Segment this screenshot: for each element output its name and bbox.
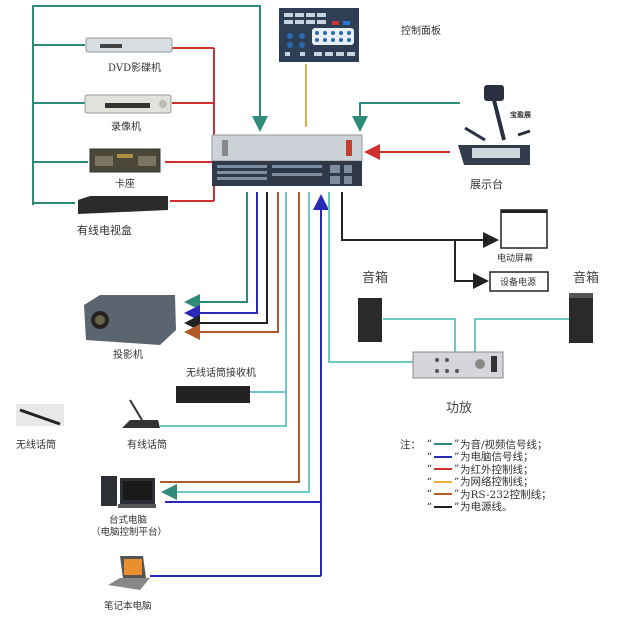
legend-note: 注： [400, 438, 421, 451]
motor-screen-label: 电动屏幕 [497, 254, 534, 264]
vcr-label: 录像机 [111, 122, 141, 133]
wired-mic-label: 有线话筒 [127, 440, 167, 451]
av-bus-left [32, 5, 268, 205]
projector-device [84, 295, 176, 345]
power-supply-label: 设备电源 [500, 278, 537, 288]
controller-outputs [150, 192, 499, 577]
cassette-deck [89, 148, 161, 173]
visualizer-device [458, 85, 531, 165]
legend-row: “” 为网络控制线； [400, 476, 552, 489]
wireless-receiver-device [176, 386, 250, 403]
dvd-player [85, 37, 173, 53]
legend-row: “” 为电脑信号线； [400, 451, 552, 464]
legend-text: 为RS-232控制线； [460, 488, 552, 501]
vcr [84, 94, 172, 114]
legend: 注： “” 为音/视频信号线； “” 为电脑信号线； “” 为红外控制线； “”… [400, 438, 552, 513]
legend-row: 注： “” 为音/视频信号线； [400, 438, 552, 451]
legend-text: 为网络控制线； [460, 476, 534, 489]
legend-text: 为音/视频信号线； [460, 438, 548, 451]
desktop-pc-sublabel: （电脑控制平台） [91, 527, 168, 538]
control-panel-device [279, 8, 359, 62]
central-controller [211, 134, 363, 186]
legend-swatch: “” [426, 438, 460, 451]
legend-swatch: “” [426, 488, 460, 501]
laptop-label: 笔记本电脑 [104, 601, 152, 612]
desktop-pc-label: 台式电脑 [109, 515, 148, 526]
cable-box-label: 有线电视盒 [77, 224, 132, 237]
cable-tv-box [78, 196, 168, 214]
legend-row: “” 为RS-232控制线； [400, 488, 552, 501]
legend-text: 为红外控制线； [460, 463, 534, 476]
speaker-right [569, 293, 593, 343]
motor-screen [500, 209, 548, 249]
laptop-device [108, 556, 150, 590]
speaker-right-label: 音箱 [573, 271, 600, 286]
visualizer-av-line [352, 102, 460, 132]
speaker-lines [383, 318, 570, 352]
legend-swatch: “” [426, 450, 460, 463]
amplifier-label: 功放 [446, 401, 473, 416]
legend-swatch: “” [426, 463, 460, 476]
ir-lines-left [165, 47, 215, 202]
power-supply-box [489, 271, 549, 292]
wireless-mic-device [16, 404, 64, 426]
desktop-pc-device [101, 476, 156, 508]
legend-swatch: “” [426, 500, 460, 513]
legend-text: 为电源线。 [460, 501, 513, 514]
dvd-label: DVD影碟机 [108, 63, 162, 74]
projector-label: 投影机 [113, 350, 143, 361]
wireless-mic-label: 无线话筒 [16, 440, 56, 451]
legend-row: “” 为电源线。 [400, 501, 552, 514]
legend-row: “” 为红外控制线； [400, 463, 552, 476]
control-panel-label: 控制面板 [401, 26, 441, 37]
amplifier-device [412, 351, 504, 379]
wired-mic-device [122, 399, 160, 428]
visualizer-label: 展示台 [470, 178, 503, 191]
speaker-left [358, 298, 382, 342]
legend-text: 为电脑信号线； [460, 451, 534, 464]
cassette-label: 卡座 [115, 179, 135, 190]
legend-swatch: “” [426, 475, 460, 488]
visualizer-brand-label: 宝盈展 [510, 110, 531, 119]
wireless-receiver-label: 无线话筒接收机 [186, 368, 256, 379]
speaker-left-label: 音箱 [362, 271, 389, 286]
